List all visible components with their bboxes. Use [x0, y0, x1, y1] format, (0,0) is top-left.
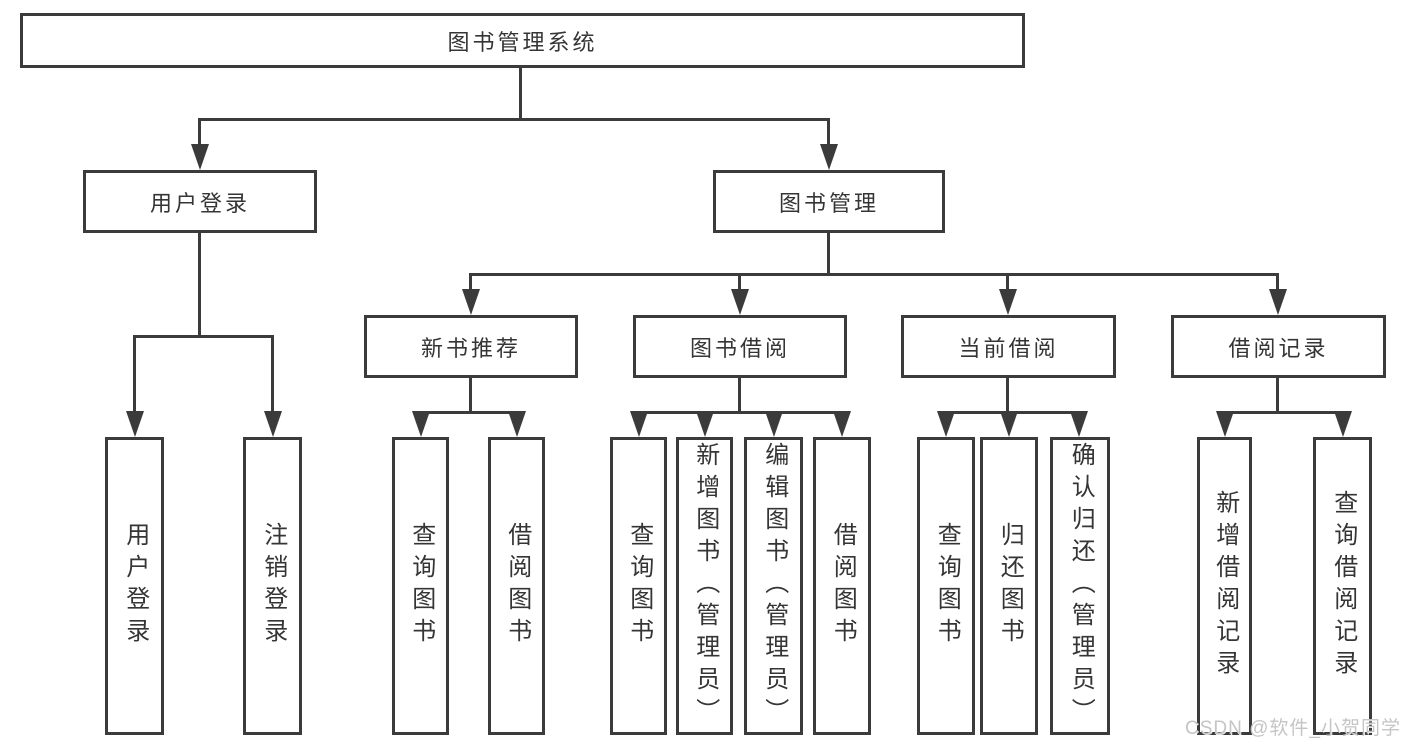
arrow-down-icon: [696, 411, 714, 437]
arrow-down-icon: [1334, 411, 1352, 437]
leaf-current-confirm-return-admin: 确认归还（管理员）: [1050, 437, 1110, 735]
node-root-label: 图书管理系统: [447, 29, 598, 55]
arrow-down-icon: [508, 411, 526, 437]
node-book-management: 图书管理: [713, 170, 945, 233]
connector-line: [637, 411, 843, 414]
arrow-down-icon: [765, 411, 783, 437]
arrow-down-icon: [999, 289, 1017, 315]
leaf-borrowing-edit-books-admin: 编辑图书（管理员）: [744, 437, 803, 735]
leaf-current-return-books-label: 归还图书: [996, 522, 1024, 650]
arrow-down-icon: [1000, 411, 1018, 437]
node-new-book-recommend: 新书推荐: [364, 315, 578, 378]
node-book-borrowing: 图书借阅: [633, 315, 847, 378]
node-user-login: 用户登录: [83, 170, 317, 233]
node-current-borrowing-label: 当前借阅: [958, 335, 1059, 361]
connector-line: [827, 118, 830, 148]
node-root: 图书管理系统: [20, 13, 1025, 68]
leaf-borrowing-edit-books-admin-label: 编辑图书（管理员）: [760, 442, 788, 730]
leaf-borrowing-query-books-label: 查询图书: [625, 522, 653, 650]
connector-line: [198, 231, 201, 337]
connector-line: [1276, 376, 1279, 414]
connector-line: [1006, 376, 1009, 414]
connector-line: [738, 376, 741, 414]
arrow-down-icon: [264, 411, 282, 437]
connector-line: [1006, 273, 1009, 293]
node-borrowing-records: 借阅记录: [1171, 315, 1386, 378]
node-borrowing-records-label: 借阅记录: [1228, 335, 1329, 361]
leaf-borrowing-add-books-admin-label: 新增图书（管理员）: [691, 442, 719, 730]
leaf-recommend-borrow-books-label: 借阅图书: [503, 522, 531, 650]
leaf-records-add-record-label: 新增借阅记录: [1211, 490, 1239, 682]
connector-line: [469, 376, 472, 414]
leaf-logout-label: 注销登录: [259, 522, 287, 650]
node-current-borrowing: 当前借阅: [901, 315, 1116, 378]
connector-line: [419, 411, 519, 414]
arrow-down-icon: [731, 289, 749, 315]
leaf-current-query-books: 查询图书: [917, 437, 975, 735]
leaf-recommend-borrow-books: 借阅图书: [488, 437, 545, 735]
leaf-borrowing-borrow-books-label: 借阅图书: [829, 522, 857, 650]
connector-line: [1223, 411, 1344, 414]
node-book-borrowing-label: 图书借阅: [689, 335, 790, 361]
leaf-borrowing-borrow-books: 借阅图书: [813, 437, 871, 735]
leaf-records-query-record: 查询借阅记录: [1313, 437, 1372, 735]
leaf-records-add-record: 新增借阅记录: [1197, 437, 1252, 735]
node-user-login-label: 用户登录: [149, 190, 250, 216]
arrow-down-icon: [126, 411, 144, 437]
arrow-down-icon: [412, 411, 430, 437]
leaf-recommend-query-books: 查询图书: [392, 437, 449, 735]
leaf-current-confirm-return-admin-label: 确认归还（管理员）: [1067, 442, 1095, 730]
leaf-current-query-books-label: 查询图书: [933, 522, 961, 650]
node-book-management-label: 图书管理: [778, 190, 879, 216]
arrow-down-icon: [937, 411, 955, 437]
arrow-down-icon: [462, 289, 480, 315]
connector-line: [738, 273, 741, 293]
connector-line: [133, 335, 136, 413]
node-new-book-recommend-label: 新书推荐: [420, 335, 521, 361]
connector-line: [827, 231, 830, 276]
leaf-logout: 注销登录: [243, 437, 302, 735]
leaf-borrowing-query-books: 查询图书: [610, 437, 667, 735]
watermark-text: CSDN @软件_小贺同学: [1185, 718, 1401, 739]
arrow-down-icon: [1216, 411, 1234, 437]
connector-line: [469, 273, 472, 293]
leaf-records-query-record-label: 查询借阅记录: [1329, 490, 1357, 682]
arrow-down-icon: [191, 144, 209, 170]
leaf-current-return-books: 归还图书: [980, 437, 1038, 735]
arrow-down-icon: [820, 144, 838, 170]
connector-line: [198, 118, 201, 148]
connector-line: [271, 335, 274, 413]
arrow-down-icon: [630, 411, 648, 437]
arrow-down-icon: [833, 411, 851, 437]
connector-line: [519, 68, 522, 120]
connector-line: [1276, 273, 1279, 293]
arrow-down-icon: [1269, 289, 1287, 315]
leaf-user-login-label: 用户登录: [121, 522, 149, 650]
connector-line: [133, 335, 274, 338]
leaf-borrowing-add-books-admin: 新增图书（管理员）: [676, 437, 733, 735]
leaf-user-login: 用户登录: [105, 437, 164, 735]
connector-line: [198, 118, 830, 121]
arrow-down-icon: [1070, 411, 1088, 437]
leaf-recommend-query-books-label: 查询图书: [407, 522, 435, 650]
connector-line: [469, 273, 1279, 276]
